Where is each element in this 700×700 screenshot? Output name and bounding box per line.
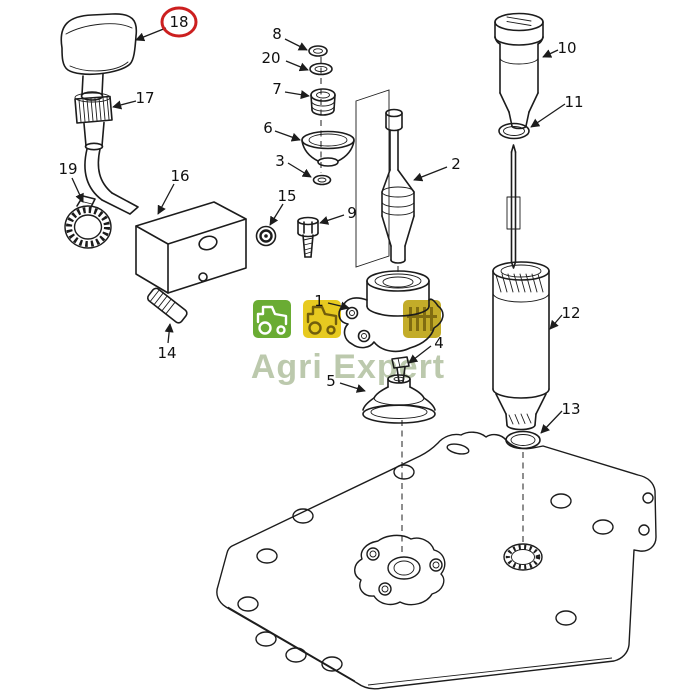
callout-4: 4 [434,334,444,352]
part-11-o-ring [498,122,530,140]
part-13-o-ring [505,430,541,450]
part-19-hose-clamp [64,195,112,249]
tractor-icon-green [256,305,288,335]
callout-17: 17 [135,89,154,107]
callout-10: 10 [557,39,576,57]
part-17-knurled-nut [74,92,113,151]
actuating-rod [506,144,521,269]
callout-1: 1 [314,292,324,310]
part-15-grommet [255,225,277,247]
part-5-boot [362,374,436,424]
part-12-sleeve [492,261,550,431]
cover-plate [216,431,657,690]
flange-footprint [354,534,446,606]
callout-19: 19 [58,160,77,178]
part-2-valve-plunger [381,108,415,264]
phantom-plane [355,89,390,268]
part-6-funnel-cup [301,130,355,167]
implement-badge-olive [403,300,441,338]
callout-18: 18 [169,13,188,31]
callout-2: 2 [451,155,461,173]
part-8-washer [308,45,328,57]
part-10-slotted-plug [494,12,544,130]
threaded-hole [503,543,543,571]
callout-8: 8 [272,25,282,43]
tractor-icon-yellow [306,305,338,335]
part-20-washer [309,62,333,76]
callout-16: 16 [170,167,189,185]
callout-numbers: 8 20 7 6 3 18 17 19 16 15 9 2 14 1 4 5 1… [58,13,583,418]
callout-13: 13 [561,400,580,418]
callout-9: 9 [347,204,357,222]
watermark: Agri Expert [251,300,445,386]
implement-icon [407,307,437,331]
part-1-mounting-flange [338,270,444,353]
callout-5: 5 [326,372,336,390]
callout-7: 7 [272,80,282,98]
part-7-seal [310,88,336,116]
part-14-stud [146,287,188,324]
part-3-o-ring [312,174,332,186]
part-18-cap [60,13,138,101]
callout-leaders [71,27,566,434]
watermark-text: Agri Expert [251,348,445,386]
callout-11: 11 [564,93,583,111]
hose [84,148,139,215]
callout-15: 15 [277,187,296,205]
callout-20: 20 [261,49,280,67]
callout-6: 6 [263,119,273,137]
callout-12: 12 [561,304,580,322]
callout-14: 14 [157,344,176,362]
part-16-valve-block [135,201,247,294]
callout-3: 3 [275,152,285,170]
highlight-circle-part-18 [160,6,198,38]
part-9-bolt [297,216,319,258]
